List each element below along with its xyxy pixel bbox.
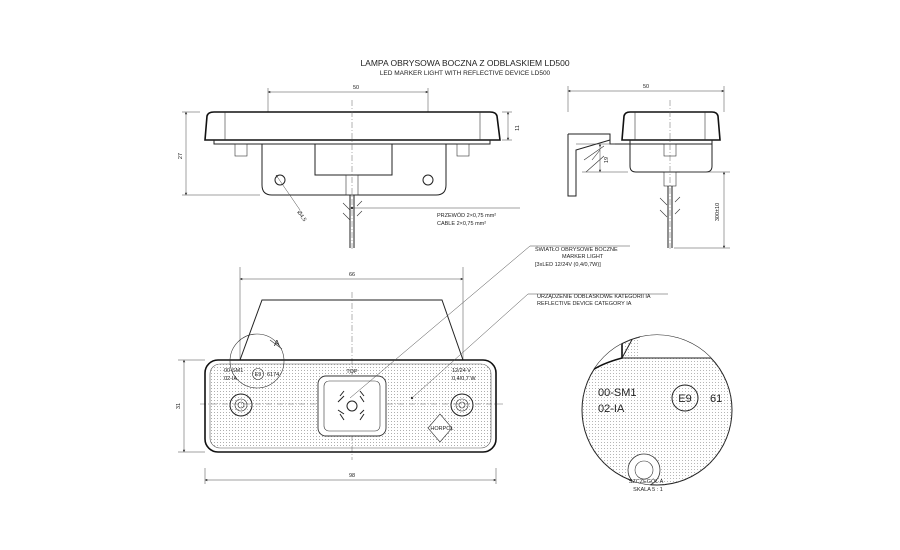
reflector-note-en: REFLECTIVE DEVICE CATEGORY IA xyxy=(537,301,632,307)
marker-note-pl: ŚWIATŁO OBRYSOWE BOCZNE xyxy=(535,245,618,253)
dim-side-depth: 19 xyxy=(604,157,610,163)
lamp-approval-number: 6174 xyxy=(267,372,279,378)
dim-hole-diameter: Ø4,5 xyxy=(295,210,307,223)
lamp-voltage: 12/24 V xyxy=(452,368,471,374)
detail-approval-partial: 61 xyxy=(710,393,722,405)
dim-hole-spacing: 66 xyxy=(349,272,355,278)
lamp-approval: E9 xyxy=(255,372,262,378)
cable-note-pl: PRZEWÓD 2×0,75 mm² xyxy=(437,212,496,219)
side-view: 50 19 300±10 xyxy=(567,84,730,250)
title-sub: LED MARKER LIGHT WITH REFLECTIVE DEVICE … xyxy=(380,70,551,77)
reflector-note-pl: URZĄDZENIE ODBLASKOWE KATEGORII IA xyxy=(537,294,651,300)
dim-side-width: 50 xyxy=(643,84,649,90)
dim-plan-height: 31 xyxy=(176,403,182,409)
lamp-code-2: 02-IA xyxy=(224,376,237,382)
detail-caption-1: SZCZEGÓŁ A xyxy=(629,478,664,485)
dim-front-height: 27 xyxy=(178,153,184,159)
dim-cable-length: 300±10 xyxy=(715,203,721,221)
lamp-code-1: 00-SM1 xyxy=(224,368,243,374)
marker-note-en: MARKER LIGHT xyxy=(562,254,604,260)
dim-front-width: 50 xyxy=(353,85,359,91)
title-main: LAMPA OBRYSOWA BOCZNA Z ODBLASKIEM LD500 xyxy=(360,58,569,68)
horpol-logo: HORPOL xyxy=(427,413,454,443)
dim-front-top: 11 xyxy=(515,125,521,131)
cable-note-en: CABLE 2×0,75 mm² xyxy=(437,221,486,227)
plan-view: 66 A 00-SM1 02-IA E9 6174 TOP 12/24 V 0,… xyxy=(176,267,505,484)
detail-marker-a: A xyxy=(274,338,280,348)
lamp-top-label: TOP xyxy=(346,369,358,375)
detail-code-2: 02-IA xyxy=(598,403,625,415)
lamp-power: 0,4/0,7 W xyxy=(452,376,476,382)
detail-approval: E9 xyxy=(678,393,691,405)
detail-caption-2: SKALA 5 : 1 xyxy=(633,487,663,493)
detail-code-1: 00-SM1 xyxy=(598,387,637,399)
dim-total-width: 98 xyxy=(349,473,355,479)
marker-light-note: ŚWIATŁO OBRYSOWE BOCZNE MARKER LIGHT [3x… xyxy=(349,245,630,399)
marker-note-spec: [3xLED 12/24V (0,4/0,7W)] xyxy=(535,262,601,268)
reflector-note: URZĄDZENIE ODBLASKOWE KATEGORII IA REFLE… xyxy=(411,293,668,399)
detail-a-view: 00-SM1 02-IA E9 61 SZCZEGÓŁ A SKALA 5 : … xyxy=(581,334,733,493)
lamp-brand: HORPOL xyxy=(430,426,453,432)
front-view: 50 27 11 Ø4,5 PRZEWÓD 2×0,75 mm² CABLE 2… xyxy=(178,85,521,250)
